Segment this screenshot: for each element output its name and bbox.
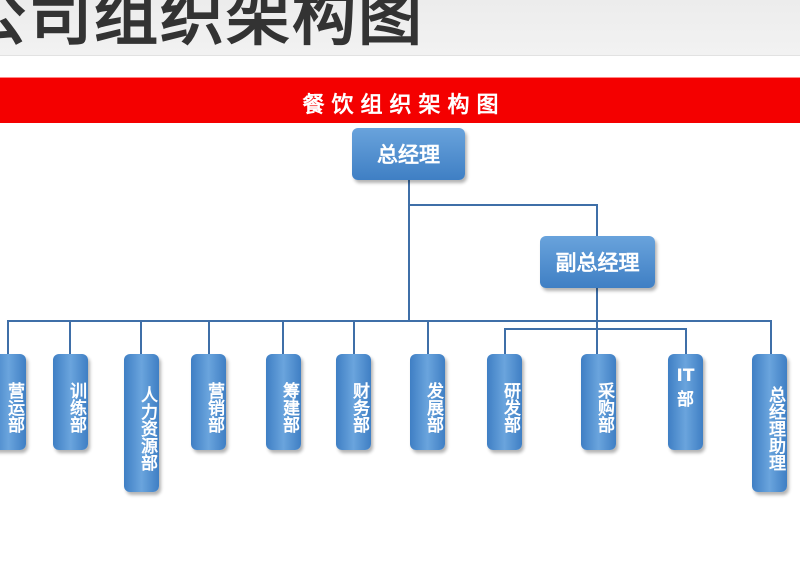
node-label: 营销部 bbox=[204, 381, 224, 433]
connector bbox=[353, 320, 355, 354]
node-label: IT部 bbox=[676, 366, 695, 410]
node-construction: 筹建部 bbox=[266, 354, 301, 450]
connector bbox=[208, 320, 210, 354]
connector bbox=[282, 320, 284, 354]
node-hr: 人力资源部 bbox=[124, 354, 159, 492]
node-label: 财务部 bbox=[349, 381, 369, 433]
node-rnd: 研发部 bbox=[487, 354, 522, 450]
node-label: 营运部 bbox=[4, 381, 24, 433]
node-marketing: 营销部 bbox=[191, 354, 226, 450]
node-it: IT部 bbox=[668, 354, 703, 450]
node-development: 发展部 bbox=[410, 354, 445, 450]
page-title: 公司组织架构图 bbox=[0, 0, 424, 55]
node-label: 筹建部 bbox=[279, 381, 299, 433]
node-gm-assistant: 总经理助理 bbox=[752, 354, 787, 492]
node-purchasing: 采购部 bbox=[581, 354, 616, 450]
connector bbox=[596, 204, 598, 236]
connector bbox=[69, 320, 71, 354]
node-label: 总经理助理 bbox=[765, 385, 785, 471]
node-finance: 财务部 bbox=[336, 354, 371, 450]
connector bbox=[427, 320, 429, 354]
connector bbox=[504, 328, 687, 330]
node-label: 发展部 bbox=[423, 381, 443, 433]
connector bbox=[7, 320, 9, 354]
connector bbox=[408, 204, 598, 206]
connector bbox=[408, 180, 410, 322]
node-deputy-general-manager: 副总经理 bbox=[540, 236, 655, 288]
node-label: 采购部 bbox=[594, 381, 614, 433]
node-training: 训练部 bbox=[53, 354, 88, 450]
banner: 餐饮组织架构图 bbox=[0, 77, 800, 123]
connector bbox=[770, 320, 772, 354]
node-operations: 营运部 bbox=[0, 354, 26, 450]
node-label: 副总经理 bbox=[555, 251, 640, 275]
node-label: 总经理 bbox=[377, 143, 440, 167]
node-general-manager: 总经理 bbox=[352, 128, 465, 180]
connector bbox=[140, 320, 142, 354]
connector bbox=[685, 328, 687, 354]
node-label: 人力资源部 bbox=[137, 385, 157, 471]
banner-title: 餐饮组织架构图 bbox=[302, 93, 506, 118]
node-label: 研发部 bbox=[500, 381, 520, 433]
connector bbox=[504, 328, 506, 354]
connector bbox=[7, 320, 772, 322]
node-label: 训练部 bbox=[66, 381, 86, 433]
header: 公司组织架构图 bbox=[0, 0, 800, 56]
